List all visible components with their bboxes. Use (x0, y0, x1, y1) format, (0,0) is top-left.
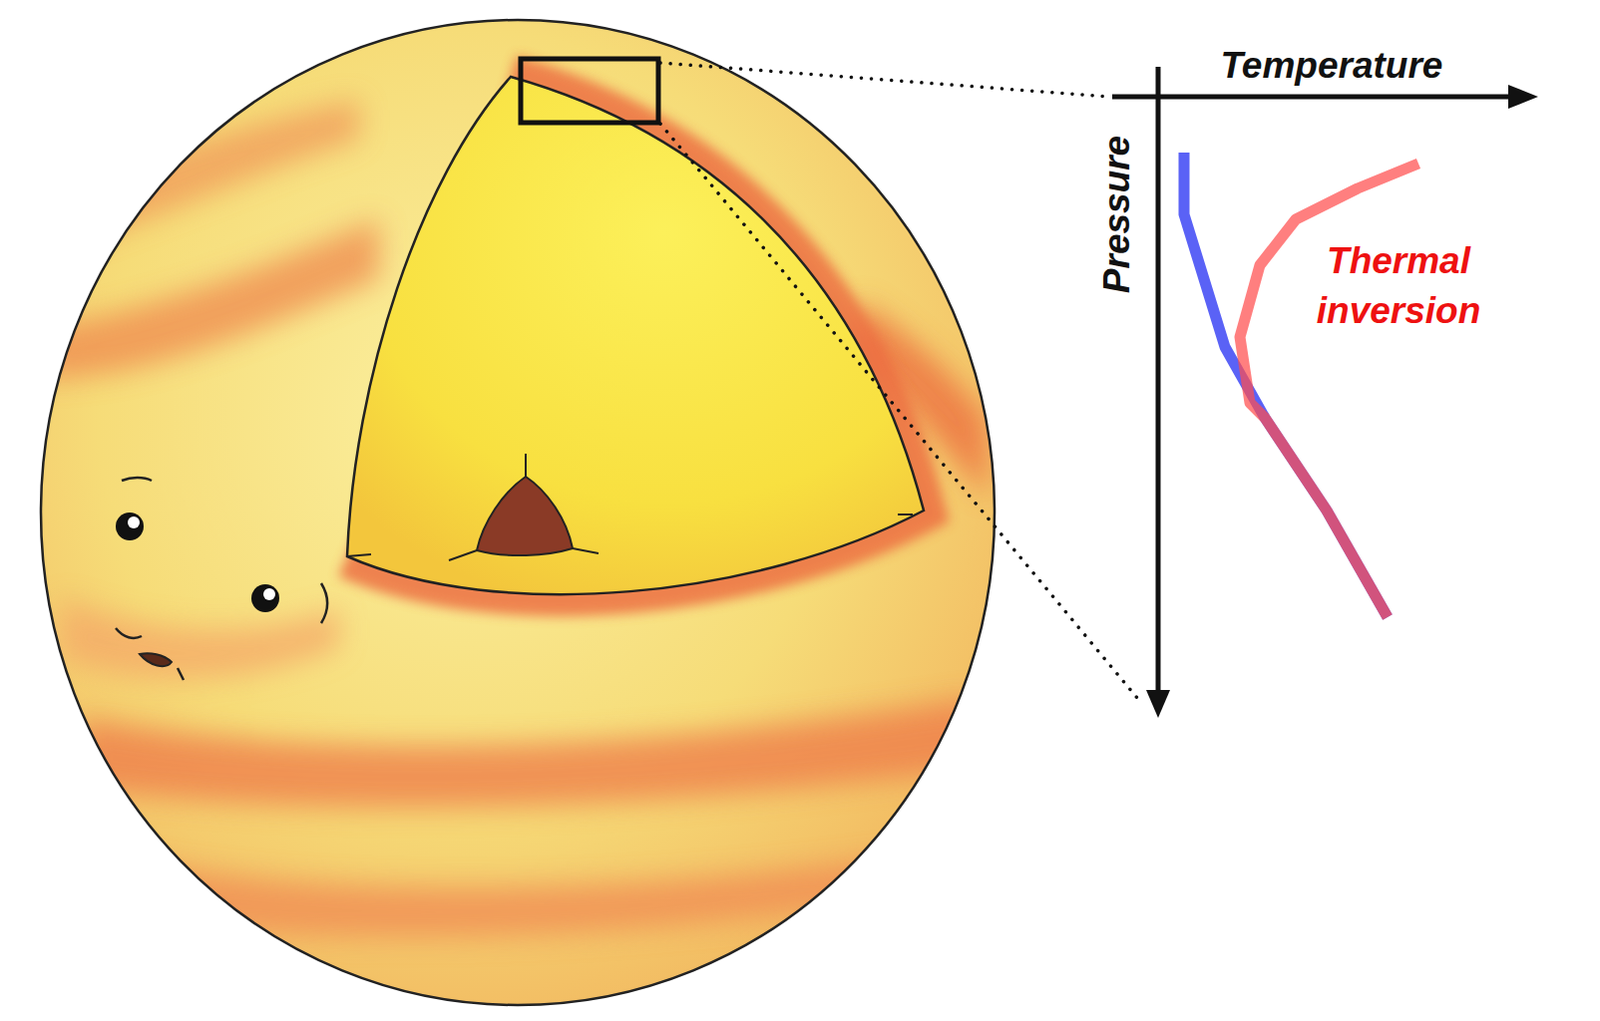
eyebrow (121, 477, 152, 481)
axis-label: Pressure (1092, 135, 1143, 294)
band (119, 857, 898, 938)
eyebrow (321, 583, 328, 624)
temperature-axis (1112, 94, 1513, 100)
mouth (177, 668, 184, 681)
tick (448, 550, 477, 561)
planet-core (476, 476, 573, 556)
axis-arrowhead (1146, 690, 1171, 719)
tick (897, 513, 913, 516)
tick (347, 554, 372, 557)
eye-highlight (263, 588, 276, 601)
tick (572, 548, 599, 554)
tick (524, 453, 527, 477)
zoom-leader (660, 62, 1110, 97)
band (59, 598, 340, 680)
profile-no-inversion (1184, 152, 1388, 618)
mouth (139, 653, 172, 667)
curve-label: Thermal inversion (1273, 236, 1524, 337)
mouth (115, 628, 142, 639)
zoom-leader (660, 123, 1138, 699)
eye (251, 584, 280, 613)
eye-highlight (127, 516, 140, 529)
core-ticks (347, 453, 913, 561)
planet-face (115, 477, 328, 681)
outer-layer (347, 76, 924, 595)
profile-thermal-inversion (1239, 163, 1419, 618)
band (59, 99, 360, 250)
axis-arrowhead (1508, 84, 1539, 109)
eye (115, 512, 144, 541)
planet-body (40, 19, 995, 1006)
outer-layer-band (347, 76, 924, 595)
cutaway-interior (347, 76, 924, 595)
planet-outline (40, 19, 995, 1006)
band (79, 698, 978, 808)
band (39, 219, 380, 380)
zoom-box (520, 58, 659, 123)
axis-label: Temperature (1220, 40, 1444, 91)
pressure-axis (1156, 66, 1162, 695)
